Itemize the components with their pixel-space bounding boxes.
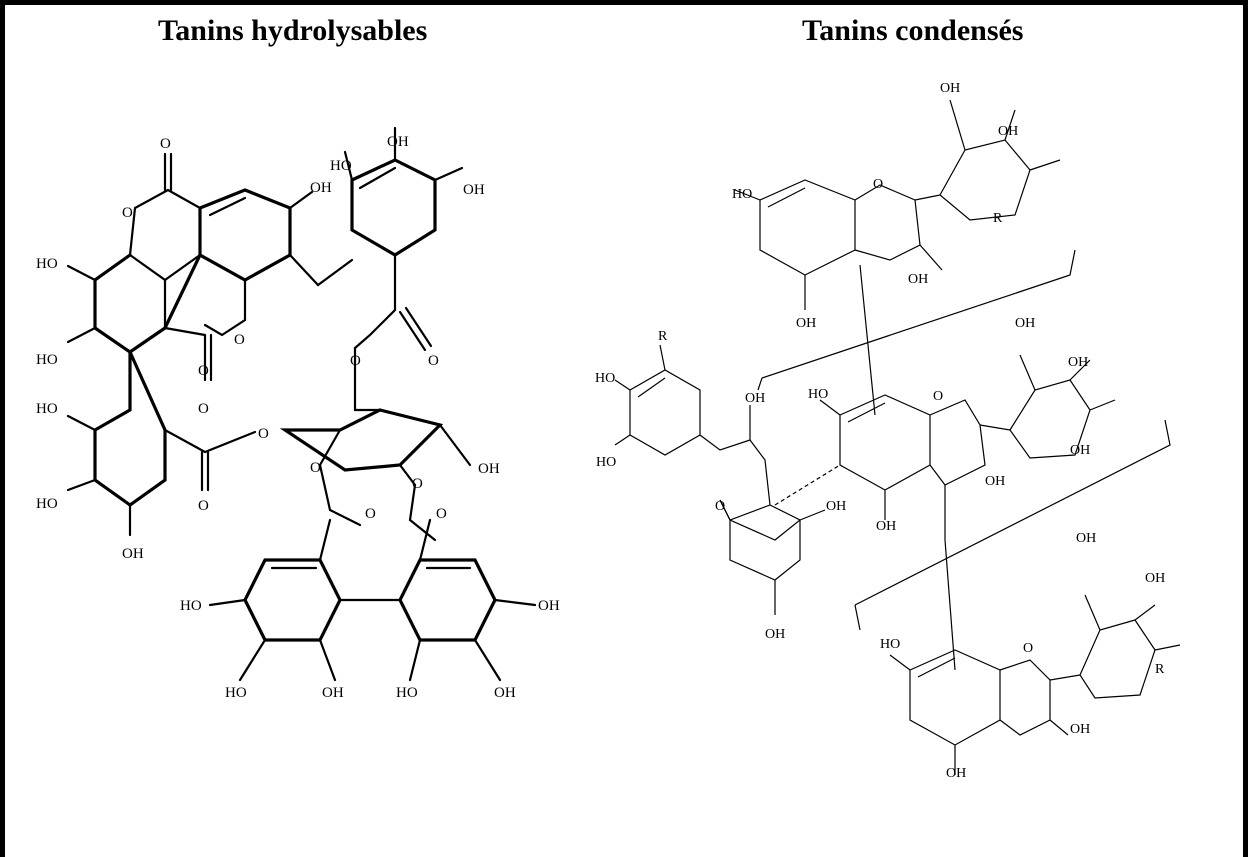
atom-o: O: [198, 401, 209, 417]
condensed-tannins-title: Tanins condensés: [802, 14, 1024, 47]
atom-o: O: [1023, 641, 1033, 656]
atom-ho: HO: [225, 685, 247, 701]
atom-ho: HO: [36, 401, 58, 417]
atom-oh: OH: [494, 685, 516, 701]
atom-oh: OH: [985, 474, 1005, 489]
atom-oh: OH: [538, 598, 560, 614]
atom-o: O: [365, 506, 376, 522]
atom-ho: HO: [880, 637, 900, 652]
atom-r: R: [658, 329, 668, 344]
atom-ho: HO: [596, 455, 616, 470]
atom-o: O: [122, 205, 133, 221]
atom-o: O: [258, 426, 269, 442]
atom-oh: OH: [387, 134, 409, 150]
atom-oh: OH: [310, 180, 332, 196]
atom-oh: OH: [322, 685, 344, 701]
atom-r: R: [1155, 662, 1165, 677]
atom-ho: HO: [36, 256, 58, 272]
atom-o: O: [310, 460, 321, 476]
atom-o: O: [198, 498, 209, 514]
atom-oh: OH: [998, 124, 1018, 139]
atom-ho: HO: [732, 187, 752, 202]
hydrolysable-tannin-structure: O O OH HO OH OH HO HO O O O O O HO HO OH…: [36, 126, 560, 701]
condensed-bonds: [614, 99, 1181, 775]
atom-oh: OH: [745, 391, 765, 406]
atom-r: R: [993, 211, 1003, 226]
atom-oh: OH: [946, 766, 966, 781]
atom-oh: OH: [478, 461, 500, 477]
atom-oh: OH: [463, 182, 485, 198]
atom-ho: HO: [180, 598, 202, 614]
hydrolysable-atom-labels: O O OH HO OH OH HO HO O O O O O HO HO OH…: [36, 134, 560, 701]
atom-ho: HO: [808, 387, 828, 402]
atom-o: O: [412, 476, 423, 492]
atom-o: O: [198, 363, 209, 379]
atom-o: O: [428, 353, 439, 369]
atom-o: O: [933, 389, 943, 404]
atom-o: O: [350, 353, 361, 369]
atom-o: O: [715, 499, 725, 514]
hydrolysable-tannins-title: Tanins hydrolysables: [158, 14, 428, 47]
condensed-tannin-structure: OH OH HO O R OH OH R OH HO OH OH HO O HO…: [595, 81, 1181, 781]
hydrolysable-bonds: [66, 126, 537, 682]
atom-oh: OH: [122, 546, 144, 562]
atom-ho: HO: [396, 685, 418, 701]
atom-ho: HO: [595, 371, 615, 386]
atom-oh: OH: [1015, 316, 1035, 331]
atom-oh: OH: [940, 81, 960, 96]
atom-oh: OH: [1068, 355, 1088, 370]
atom-oh: OH: [908, 272, 928, 287]
atom-o: O: [436, 506, 447, 522]
atom-ho: HO: [36, 496, 58, 512]
atom-oh: OH: [1070, 443, 1090, 458]
atom-ho: HO: [330, 158, 352, 174]
atom-oh: OH: [1070, 722, 1090, 737]
atom-oh: OH: [1076, 531, 1096, 546]
condensed-atom-labels: OH OH HO O R OH OH R OH HO OH OH HO O HO…: [595, 81, 1165, 781]
atom-o: O: [873, 177, 883, 192]
atom-oh: OH: [826, 499, 846, 514]
atom-oh: OH: [765, 627, 785, 642]
atom-ho: HO: [36, 352, 58, 368]
atom-o: O: [160, 136, 171, 152]
atom-oh: OH: [1145, 571, 1165, 586]
atom-oh: OH: [876, 519, 896, 534]
atom-oh: OH: [796, 316, 816, 331]
atom-o: O: [234, 332, 245, 348]
